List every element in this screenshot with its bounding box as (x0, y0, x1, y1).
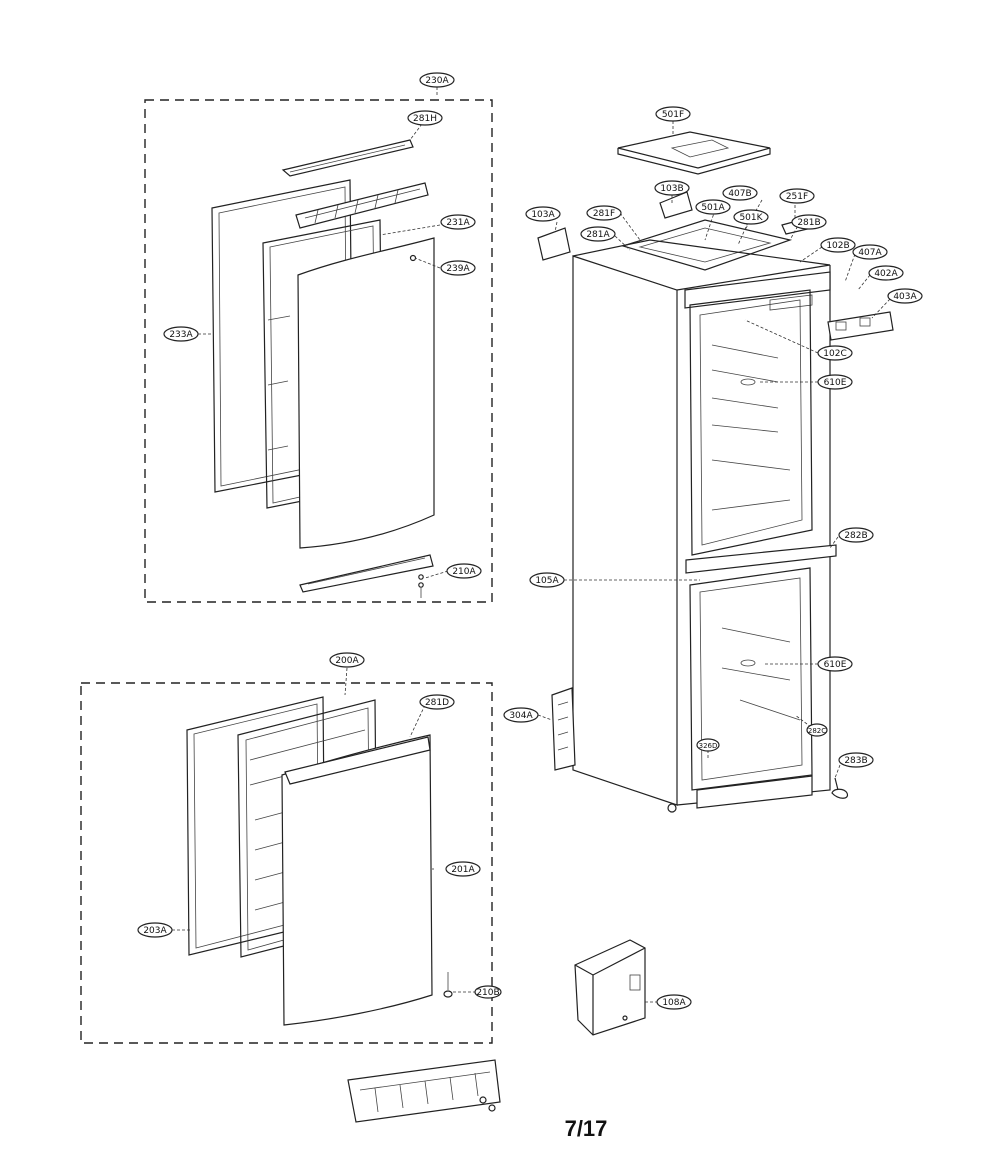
callout-231A: 231A (440, 214, 476, 230)
callout-103A: 103A (525, 206, 561, 222)
upper-door-assembly (211, 139, 435, 598)
svg-text:239A: 239A (446, 264, 470, 274)
svg-text:281A: 281A (586, 230, 610, 240)
svg-text:407A: 407A (858, 248, 882, 258)
callout-251F: 251F (779, 188, 815, 204)
refrigerator-cabinet (537, 131, 894, 813)
svg-text:210B: 210B (476, 988, 499, 998)
callout-501F: 501F (655, 106, 691, 122)
callout-103B: 103B (654, 180, 690, 196)
callout-304A: 304A (503, 707, 539, 723)
callout-283B: 283B (838, 752, 874, 768)
callout-281B: 281B (791, 214, 827, 230)
svg-text:230A: 230A (425, 76, 449, 86)
callout-210A: 210A (446, 563, 482, 579)
svg-text:283B: 283B (844, 756, 867, 766)
callout-501K: 501K (733, 209, 769, 225)
callout-281H: 281H (407, 110, 443, 126)
callout-239A: 239A (440, 260, 476, 276)
svg-text:501A: 501A (701, 203, 725, 213)
svg-text:403A: 403A (893, 292, 917, 302)
lower-door-assembly (186, 696, 501, 1123)
svg-text:103B: 103B (660, 184, 683, 194)
svg-text:233A: 233A (169, 330, 193, 340)
callout-282C: 282C (806, 723, 828, 737)
callout-281A: 281A (580, 226, 616, 242)
svg-text:501F: 501F (662, 110, 684, 120)
svg-text:501K: 501K (739, 213, 763, 223)
callout-102B: 102B (820, 237, 856, 253)
svg-text:281F: 281F (593, 209, 615, 219)
callout-210B: 210B (474, 985, 502, 999)
svg-text:102C: 102C (823, 349, 846, 359)
callout-233A: 233A (163, 326, 199, 342)
svg-text:282B: 282B (844, 531, 867, 541)
callout-282B: 282B (838, 527, 874, 543)
svg-text:102B: 102B (826, 241, 849, 251)
svg-text:610E: 610E (824, 378, 847, 388)
callout-326D: 326D (696, 738, 720, 752)
callout-403A: 403A (887, 288, 923, 304)
callout-102C: 102C (817, 345, 853, 361)
svg-text:103A: 103A (531, 210, 555, 220)
lower-door-assembly-box (80, 682, 493, 1044)
svg-text:108A: 108A (662, 998, 686, 1008)
callout-610E-bottom: 610E (817, 656, 853, 672)
svg-text:304A: 304A (509, 711, 533, 721)
svg-text:203A: 203A (143, 926, 167, 936)
svg-text:282C: 282C (808, 727, 826, 735)
callout-610E-top: 610E (817, 374, 853, 390)
callout-501A: 501A (695, 199, 731, 215)
svg-text:231A: 231A (446, 218, 470, 228)
page-number: 7/17 (565, 1116, 608, 1141)
svg-text:200A: 200A (335, 656, 359, 666)
svg-text:210A: 210A (452, 567, 476, 577)
callout-402A: 402A (868, 265, 904, 281)
callout-108A: 108A (656, 994, 692, 1010)
callout-407A: 407A (852, 244, 888, 260)
callout-230A: 230A (419, 72, 455, 88)
callout-203A: 203A (137, 922, 173, 938)
upper-door-assembly-box (144, 99, 493, 603)
svg-text:105A: 105A (535, 576, 559, 586)
part-108A-box (574, 939, 646, 1036)
callout-281D: 281D (419, 694, 455, 710)
callout-200A: 200A (329, 652, 365, 668)
svg-text:251F: 251F (786, 192, 808, 202)
svg-text:281H: 281H (413, 114, 437, 124)
callout-201A: 201A (445, 861, 481, 877)
svg-text:326D: 326D (699, 742, 718, 750)
callout-105A: 105A (529, 572, 565, 588)
svg-text:201A: 201A (451, 865, 475, 875)
svg-text:281B: 281B (797, 218, 820, 228)
svg-text:610E: 610E (824, 660, 847, 670)
callout-281F: 281F (586, 205, 622, 221)
svg-text:402A: 402A (874, 269, 898, 279)
callout-407B: 407B (722, 185, 758, 201)
svg-text:281D: 281D (425, 698, 449, 708)
svg-text:407B: 407B (728, 189, 751, 199)
leader-lines (172, 87, 891, 1003)
